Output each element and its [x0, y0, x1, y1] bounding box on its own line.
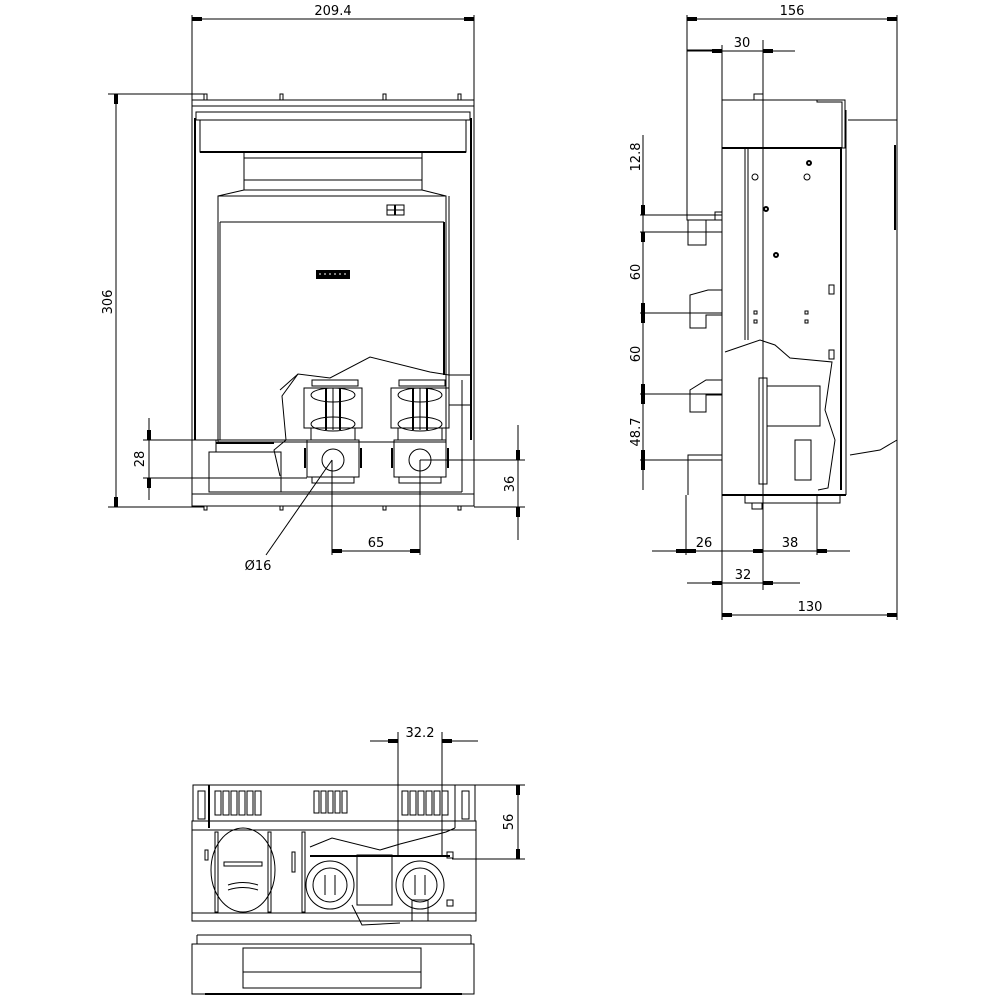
dim-terminal-pitch: 65 — [368, 536, 385, 551]
bottom-view: 32.2 56 — [191, 726, 525, 995]
side-view: 156 30 12.8 60 60 48.7 26 — [629, 4, 898, 620]
dim-bottom-depth: 130 — [798, 600, 823, 615]
dim-spacing-1: 60 — [629, 264, 644, 281]
vent-slots-right — [401, 790, 449, 816]
dim-bottom-26: 26 — [696, 536, 713, 551]
dim-spacing-top: 12.8 — [629, 143, 644, 172]
vent-slots-middle — [313, 790, 348, 814]
dim-bottom-32: 32 — [735, 568, 752, 583]
dim-top-offset: 30 — [734, 36, 751, 51]
dim-terminal-width: 32.2 — [406, 726, 435, 741]
dim-spacing-3: 48.7 — [629, 418, 644, 447]
fuse-terminal-left — [303, 379, 363, 484]
dim-bottom-38: 38 — [782, 536, 799, 551]
vent-slots-left — [214, 790, 262, 816]
brand-plate — [316, 270, 350, 279]
front-view: 209.4 306 28 36 65 Ø16 — [101, 4, 525, 574]
dim-width: 209.4 — [314, 4, 351, 19]
dim-terminal-offset: 36 — [503, 476, 518, 493]
dim-spacing-2: 60 — [629, 346, 644, 363]
dim-bottom-height: 56 — [502, 814, 517, 831]
dim-hole-diameter: Ø16 — [245, 559, 272, 574]
dim-terminal-height: 28 — [133, 451, 148, 468]
dim-height: 306 — [101, 290, 116, 315]
dim-depth: 156 — [780, 4, 805, 19]
